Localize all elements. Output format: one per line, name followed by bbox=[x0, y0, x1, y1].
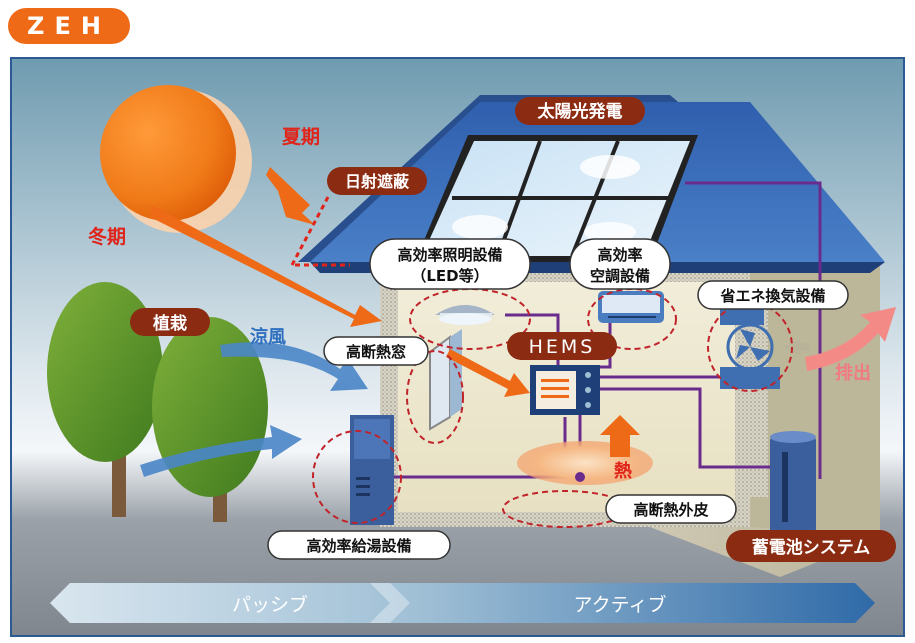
sunlight-arrows bbox=[150, 167, 530, 397]
active-label: アクティブ bbox=[574, 593, 667, 616]
exhaust-arrow bbox=[805, 307, 896, 371]
water-heater-label: 高効率給湯設備 bbox=[306, 537, 411, 555]
exhaust-label: 排出 bbox=[835, 362, 871, 384]
floor-heating bbox=[517, 415, 653, 485]
ventilation-label-pill: 省エネ換気設備 bbox=[697, 280, 849, 310]
zeh-title-badge: ZEH bbox=[8, 8, 130, 44]
hems-label: HEMS bbox=[529, 336, 596, 358]
hems-monitor-icon bbox=[530, 365, 600, 415]
aircon-label-pill: 高効率 空調設備 bbox=[569, 238, 671, 290]
shading-dashed-line bbox=[290, 196, 350, 267]
aircon-label-2: 空調設備 bbox=[590, 267, 650, 285]
window-label-pill: 高断熱窓 bbox=[323, 336, 429, 366]
air-conditioner-icon bbox=[598, 291, 664, 323]
lighting-label-1: 高効率照明設備 bbox=[397, 246, 502, 264]
solar-label: 太陽光発電 bbox=[538, 101, 623, 122]
shading-label-badge: 日射遮蔽 bbox=[327, 167, 427, 195]
battery-icon bbox=[770, 431, 816, 535]
led-light-icon bbox=[435, 305, 495, 325]
battery-label-badge: 蓄電池システム bbox=[726, 530, 896, 562]
hems-label-badge: HEMS bbox=[507, 332, 617, 360]
solar-panel-icon bbox=[415, 135, 698, 262]
lighting-label-pill: 高効率照明設備 （LED等） bbox=[369, 238, 531, 290]
battery-label: 蓄電池システム bbox=[752, 537, 871, 558]
envelope-label: 高断熱外皮 bbox=[633, 501, 708, 519]
solar-label-badge: 太陽光発電 bbox=[515, 97, 645, 125]
planting-label: 植栽 bbox=[153, 313, 187, 334]
water-heater-icon bbox=[350, 415, 394, 525]
lighting-label-2: （LED等） bbox=[411, 267, 488, 285]
ventilation-label: 省エネ換気設備 bbox=[719, 287, 825, 305]
planting-label-badge: 植栽 bbox=[130, 308, 210, 336]
window-label: 高断熱窓 bbox=[346, 343, 406, 361]
envelope-label-pill: 高断熱外皮 bbox=[605, 494, 737, 524]
winter-label: 冬期 bbox=[88, 225, 126, 248]
ventilation-fan-icon bbox=[720, 305, 810, 389]
water-heater-label-pill: 高効率給湯設備 bbox=[267, 530, 451, 560]
passive-active-band bbox=[50, 583, 875, 623]
zeh-diagram: 太陽光発電 日射遮蔽 植栽 HEMS 蓄電池システム 高効率照明設備 （LED等… bbox=[10, 57, 905, 637]
passive-label: パッシブ bbox=[232, 593, 308, 616]
wiring bbox=[370, 181, 822, 479]
shading-label: 日射遮蔽 bbox=[345, 172, 410, 191]
cool-wind-label: 涼風 bbox=[250, 326, 286, 348]
summer-label: 夏期 bbox=[282, 126, 320, 148]
sun-icon bbox=[100, 85, 252, 233]
aircon-label-1: 高効率 bbox=[597, 246, 642, 264]
heat-label: 熱 bbox=[614, 460, 632, 482]
